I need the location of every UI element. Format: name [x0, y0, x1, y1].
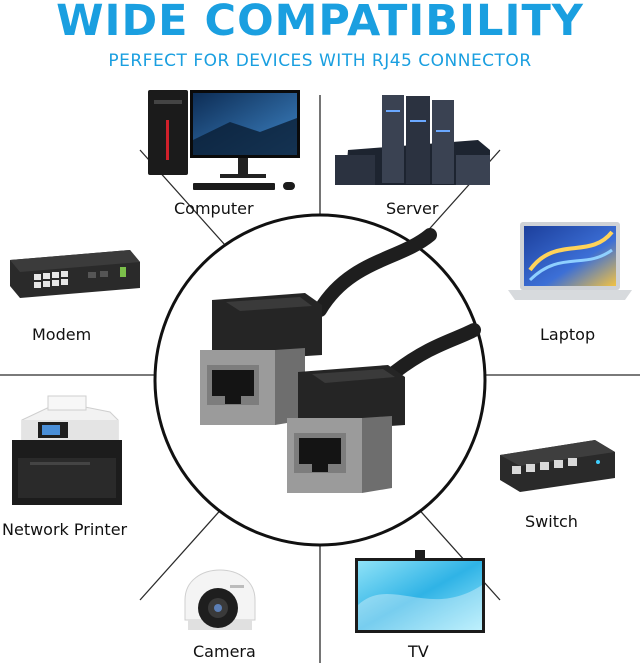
- label-switch: Switch: [525, 512, 578, 531]
- page-subtitle: PERFECT FOR DEVICES WITH RJ45 CONNECTOR: [108, 51, 532, 71]
- computer-icon: [148, 90, 300, 190]
- label-laptop: Laptop: [540, 325, 596, 344]
- page-title: WIDE COMPATIBILITY: [56, 0, 584, 46]
- label-modem: Modem: [32, 325, 92, 344]
- label-camera: Camera: [193, 642, 256, 661]
- label-tv: TV: [408, 642, 429, 661]
- camera-icon: [184, 569, 256, 630]
- modem-icon: [10, 250, 140, 298]
- rj45-female-connector-2: [287, 365, 405, 493]
- tv-icon: [355, 550, 485, 633]
- splitter-cable: [313, 228, 481, 379]
- switch-icon: [500, 440, 615, 492]
- server-icon: [335, 95, 490, 185]
- rj45-female-connector-1: [200, 293, 322, 425]
- label-network-printer: Network Printer: [2, 520, 128, 539]
- network-printer-icon: [12, 395, 122, 505]
- laptop-icon: [508, 222, 632, 300]
- label-computer: Computer: [174, 199, 254, 218]
- label-server: Server: [386, 199, 439, 218]
